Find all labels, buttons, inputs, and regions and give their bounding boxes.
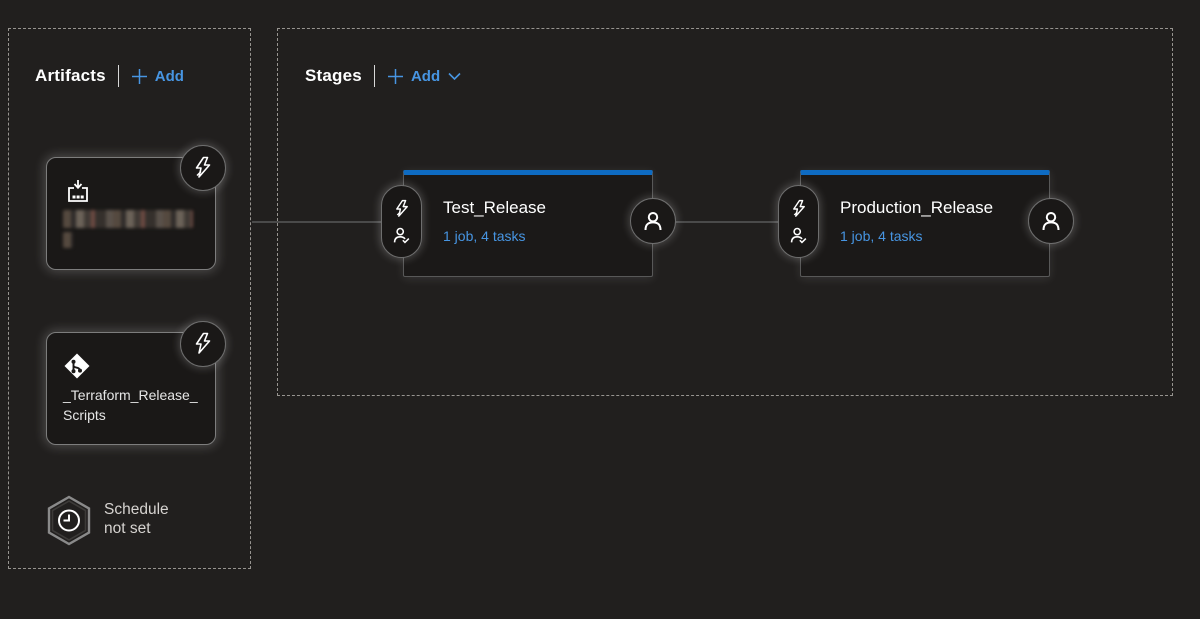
pre-deployment-conditions-button[interactable]	[381, 185, 422, 258]
post-deployment-conditions-button[interactable]	[630, 198, 676, 244]
add-artifact-button[interactable]: Add	[131, 68, 184, 85]
artifacts-panel	[8, 28, 251, 569]
artifacts-header: Artifacts Add	[35, 62, 184, 90]
artifact-name-redacted	[63, 210, 199, 252]
stage-title: Test_Release	[443, 198, 547, 217]
redacted-text-blur	[63, 210, 193, 228]
stages-panel	[277, 28, 1173, 396]
stage-title: Production_Release	[840, 198, 994, 217]
artifact-trigger-badge[interactable]	[180, 145, 226, 191]
schedule-trigger[interactable]: Schedule not set	[46, 495, 169, 546]
artifact-name: _Terraform_Release_Scripts	[63, 387, 198, 423]
build-artifact-icon	[65, 178, 91, 204]
connector-artifacts-to-test	[252, 221, 382, 223]
add-stage-dropdown-button[interactable]	[440, 72, 461, 81]
schedule-label-line1: Schedule	[104, 501, 169, 518]
stages-header: Stages Add	[305, 62, 461, 90]
git-repository-icon	[63, 352, 91, 380]
schedule-hexagon-clock-icon	[46, 495, 92, 546]
lightning-icon	[791, 199, 807, 219]
schedule-label: Schedule not set	[104, 500, 169, 538]
add-artifact-label: Add	[154, 67, 184, 85]
stages-title: Stages	[305, 66, 362, 85]
header-divider	[117, 65, 119, 87]
person-check-icon	[789, 226, 808, 245]
stage-jobs-tasks-link[interactable]: 1 job, 4 tasks	[840, 228, 923, 244]
plus-icon	[387, 68, 404, 85]
chevron-down-icon	[448, 72, 461, 81]
connector-test-to-production	[675, 221, 780, 223]
person-check-icon	[392, 226, 411, 245]
add-stage-label: Add	[410, 67, 441, 85]
post-deployment-conditions-button[interactable]	[1028, 198, 1074, 244]
person-icon	[1039, 209, 1063, 233]
redacted-text-blur	[63, 232, 73, 248]
lightning-icon	[394, 199, 410, 219]
artifact-trigger-badge[interactable]	[180, 321, 226, 367]
pre-deployment-conditions-button[interactable]	[778, 185, 819, 258]
lightning-icon	[193, 156, 213, 180]
artifact-card-build[interactable]	[46, 157, 216, 270]
stage-jobs-tasks-link[interactable]: 1 job, 4 tasks	[443, 228, 526, 244]
lightning-icon	[193, 332, 213, 356]
artifacts-title: Artifacts	[35, 66, 106, 85]
stage-card-test-release[interactable]	[403, 170, 653, 277]
stage-card-production-release[interactable]	[800, 170, 1050, 277]
person-icon	[641, 209, 665, 233]
plus-icon	[131, 68, 148, 85]
schedule-label-line2: not set	[104, 520, 151, 537]
add-stage-button[interactable]: Add	[387, 68, 440, 85]
header-divider	[373, 65, 375, 87]
